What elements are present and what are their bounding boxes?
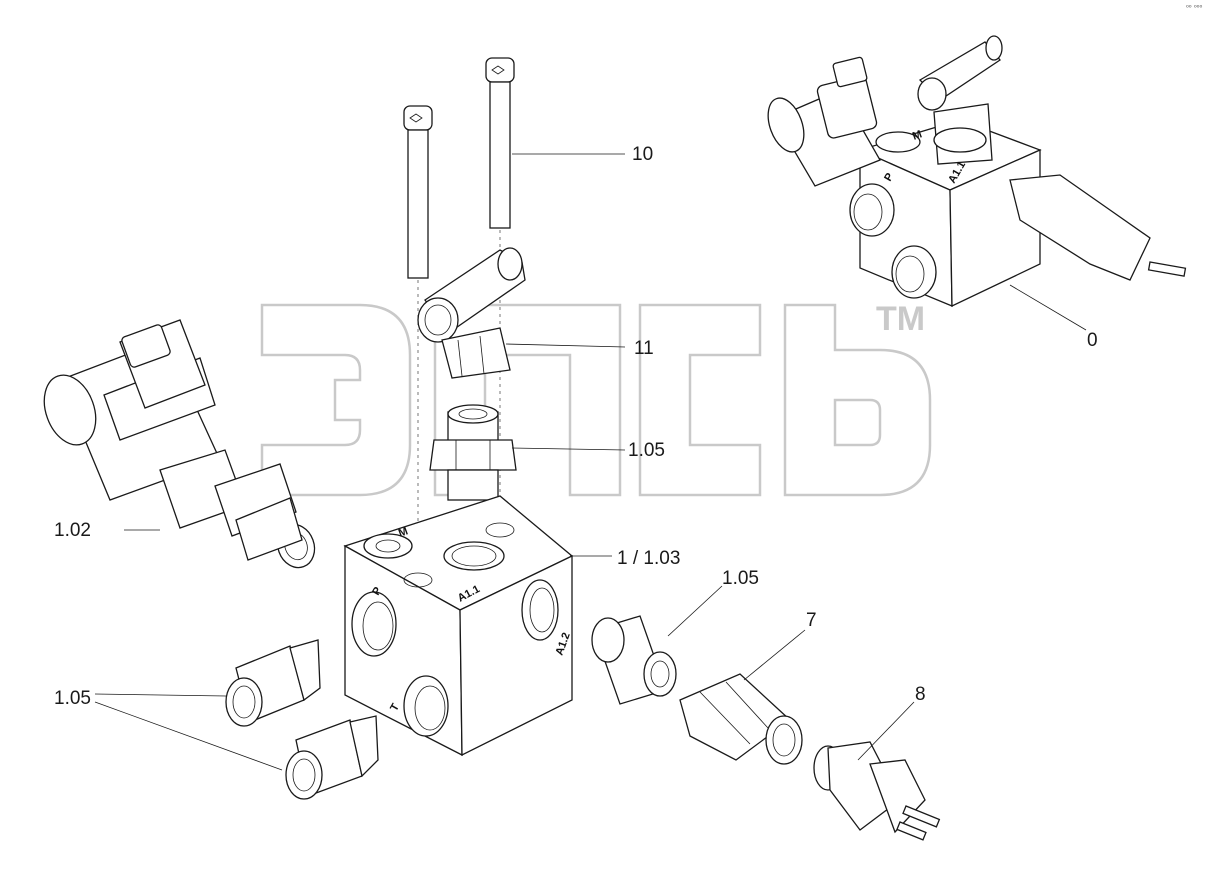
port-label-m: M: [397, 525, 410, 539]
callout-1-05-top: 1.05: [628, 440, 665, 461]
screw-10-right: [485, 57, 515, 229]
screw-10-left: [403, 105, 433, 279]
pressure-switch-8: [813, 741, 941, 841]
tee-fitting-11: [417, 247, 526, 379]
assembled-view-0: M P A1.1: [767, 35, 1187, 308]
port-label-m-small: M: [911, 128, 924, 142]
valve-block: M A1.1 P A1.2 T: [343, 495, 574, 757]
watermark-trademark: TM: [876, 300, 926, 338]
callout-1-1-03: 1 / 1.03: [617, 548, 681, 569]
adapter-fitting-top: [429, 404, 517, 501]
hex-fitting-7: [679, 673, 803, 765]
callout-8: 8: [915, 684, 926, 705]
adapter-fitting-left-2: [285, 715, 379, 800]
callout-1-05-left: 1.05: [54, 688, 91, 709]
callout-1-05-right: 1.05: [722, 568, 759, 589]
solenoid-valve-1-02: [43, 319, 316, 569]
watermark-logo: [260, 303, 932, 497]
adapter-fitting-left-1: [225, 639, 321, 727]
corner-mark: ⁰⁰ ⁰⁰⁰: [1186, 4, 1203, 12]
callout-7: 7: [806, 610, 817, 631]
callout-1-02: 1.02: [54, 520, 91, 541]
callout-10: 10: [632, 144, 654, 165]
callout-0: 0: [1087, 330, 1098, 351]
leader-lines: [94, 153, 1087, 771]
adapter-fitting-right: [591, 615, 677, 705]
callout-11: 11: [634, 338, 654, 359]
